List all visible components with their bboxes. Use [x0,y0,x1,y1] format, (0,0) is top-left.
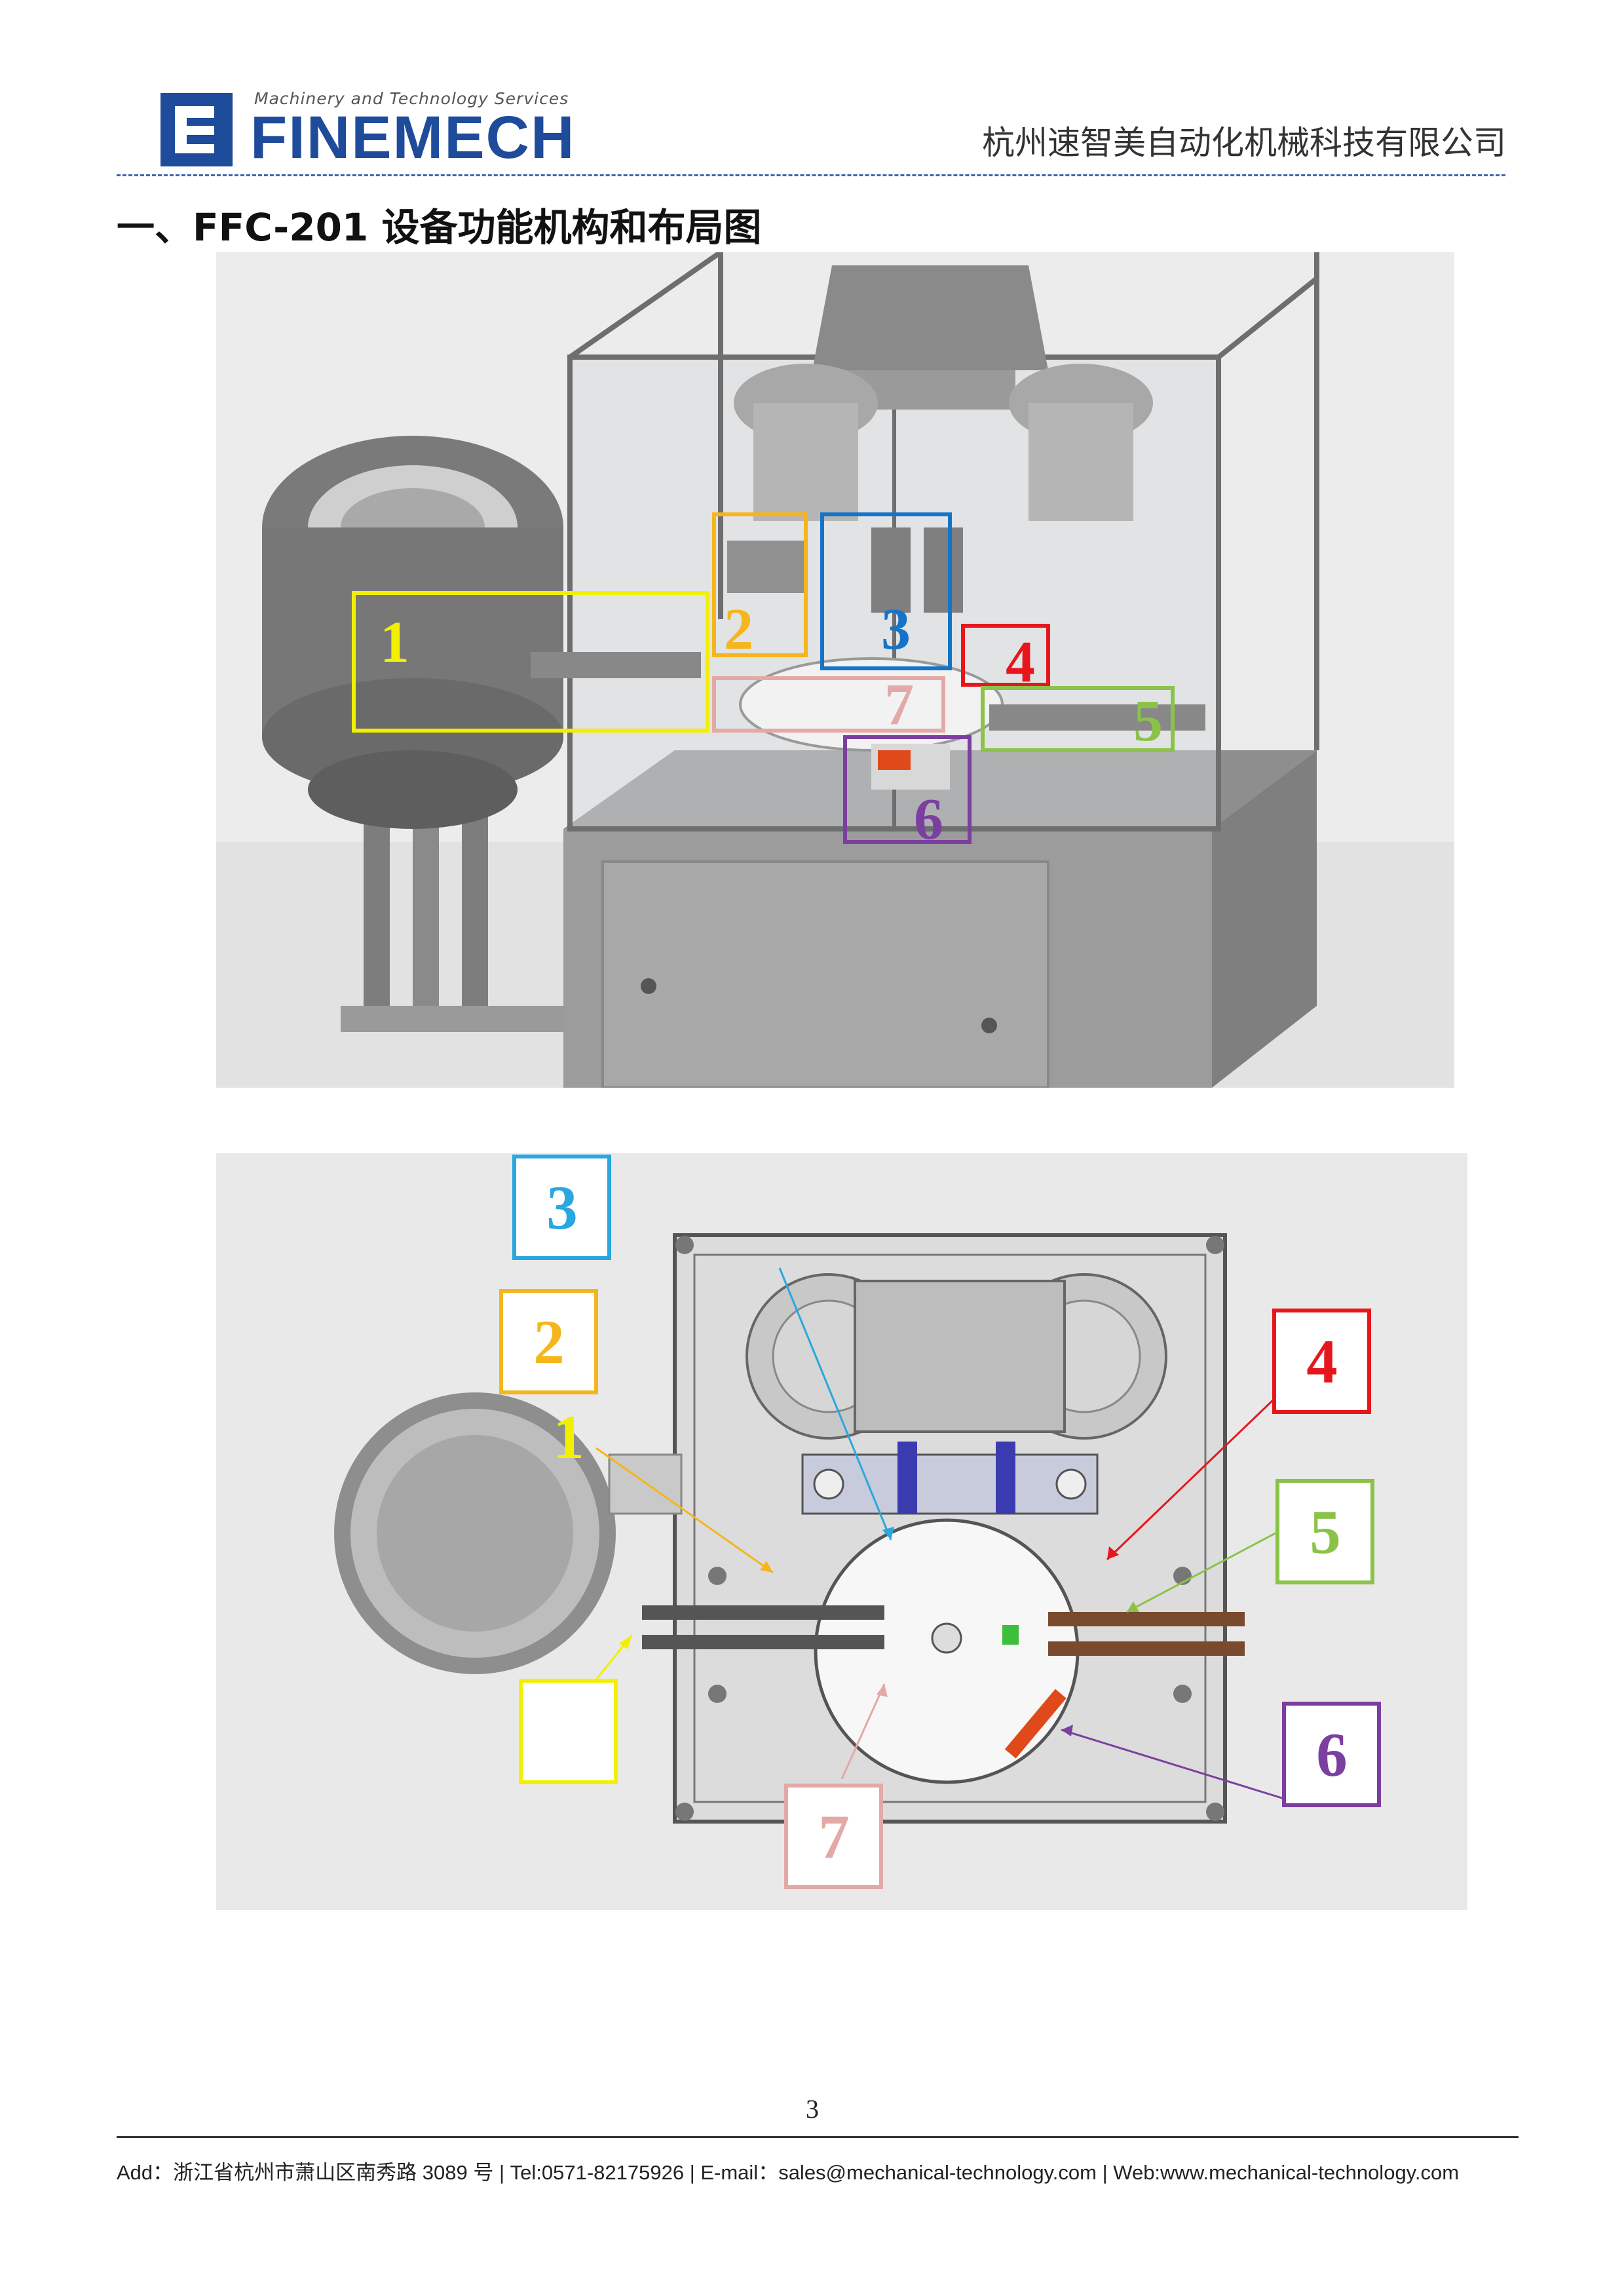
region-box-5 [981,686,1175,752]
figure2-label-2: 2 [533,1307,565,1377]
callout-box-2 [499,1289,598,1394]
callout-box-4 [1272,1309,1371,1414]
figure2-label-3: 3 [546,1173,578,1242]
logo-tagline: Machinery and Technology Services [254,89,569,108]
footer-divider [117,2136,1519,2138]
figure1-label-1: 1 [380,610,409,675]
callout-box-3 [512,1155,611,1260]
figure1-label-5: 5 [1133,689,1163,754]
brand-name: FINEMECH [250,104,576,171]
machine-perspective-figure: 1 2 3 4 5 6 7 [216,252,1454,1088]
region-box-2 [712,512,808,657]
figure2-label-6: 6 [1316,1720,1348,1789]
figure2-label-7: 7 [818,1802,850,1871]
figure1-label-2: 2 [724,597,753,662]
figure1-label-3: 3 [881,597,911,662]
region-box-7 [712,676,945,733]
callout-box-5 [1275,1479,1374,1584]
figure2-label-1: 1 [553,1402,584,1472]
machine-top-view-figure: 1 2 3 4 5 6 7 [216,1153,1467,1910]
region-box-4 [961,624,1050,687]
company-name: 杭州速智美自动化机械科技有限公司 [982,124,1506,162]
figure2-label-5: 5 [1310,1497,1341,1567]
footer-contact: Add：浙江省杭州市萧山区南秀路 3089 号 | Tel:0571-82175… [117,2161,1460,2184]
finemech-logo-icon [161,93,233,166]
callout-box-7 [784,1784,883,1889]
figure1-label-7: 7 [884,672,914,737]
figure1-label-4: 4 [1006,630,1035,695]
figure2-label-4: 4 [1306,1327,1338,1396]
page-number: 3 [806,2094,819,2124]
figure1-label-6: 6 [914,787,943,852]
callout-box-6 [1282,1702,1381,1807]
region-box-1 [352,591,709,733]
callout-box-1 [519,1679,618,1784]
header-divider [117,174,1505,176]
section-title: 一、FFC-201 设备功能机构和布局图 [117,205,762,250]
region-box-3 [820,512,952,670]
region-box-6 [843,735,972,844]
